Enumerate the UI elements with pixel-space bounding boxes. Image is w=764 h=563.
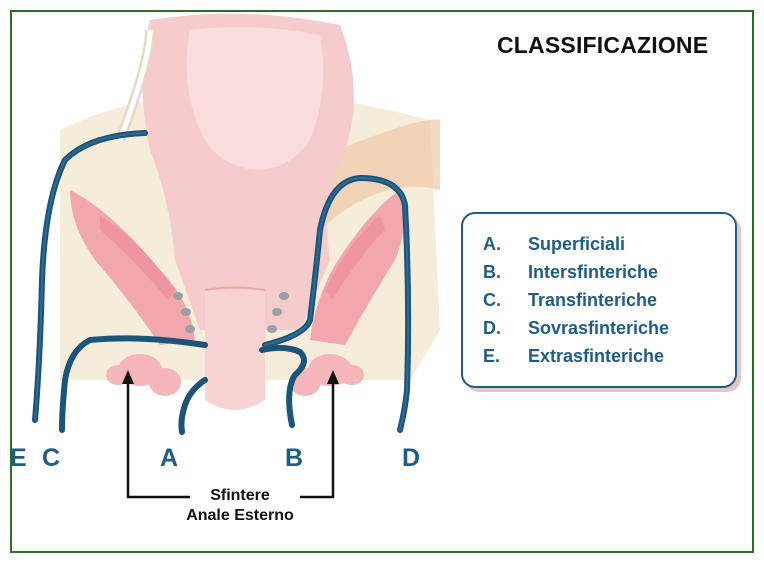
tract-b — [259, 344, 307, 428]
tract-c — [59, 335, 208, 433]
rectum — [142, 13, 354, 330]
anal-glands — [173, 292, 289, 333]
legend-item: B. Intersfinteriche — [483, 262, 658, 283]
legend-letter: C. — [483, 290, 501, 310]
label-c: C — [42, 444, 60, 472]
diagram-title: CLASSIFICAZIONE — [497, 32, 709, 58]
legend-item: C. Transfinteriche — [483, 290, 657, 311]
legend-letter: D. — [483, 318, 501, 338]
label-b: B — [285, 444, 303, 472]
label-d: D — [402, 444, 420, 472]
legend-text: Superficiali — [528, 234, 626, 254]
label-a: A — [160, 444, 178, 472]
legend-letter: E. — [483, 346, 501, 366]
sphincter-arrows — [126, 380, 335, 499]
legend-letter: A. — [483, 234, 501, 254]
sphincter-label-line1: Sfintere — [210, 487, 270, 504]
legend-text: Transfinteriche — [528, 290, 658, 310]
anal-canal — [204, 286, 266, 410]
tract-a — [178, 377, 208, 435]
legend-text: Intersfinteriche — [528, 262, 659, 282]
legend-box: A. Superficiali B. Intersfinteriche C. T… — [461, 212, 737, 388]
legend-text: Extrasfinteriche — [528, 346, 665, 366]
legend-letter: B. — [483, 262, 501, 282]
tubular-structures — [115, 29, 155, 142]
label-e: E — [10, 444, 27, 472]
sphincter-label-line2: Anale Esterno — [186, 507, 294, 524]
legend-item: E. Extrasfinteriche — [483, 346, 664, 367]
legend-text: Sovrasfinteriche — [528, 318, 670, 338]
legend-item: A. Superficiali — [483, 234, 625, 255]
legend-item: D. Sovrasfinteriche — [483, 318, 669, 339]
